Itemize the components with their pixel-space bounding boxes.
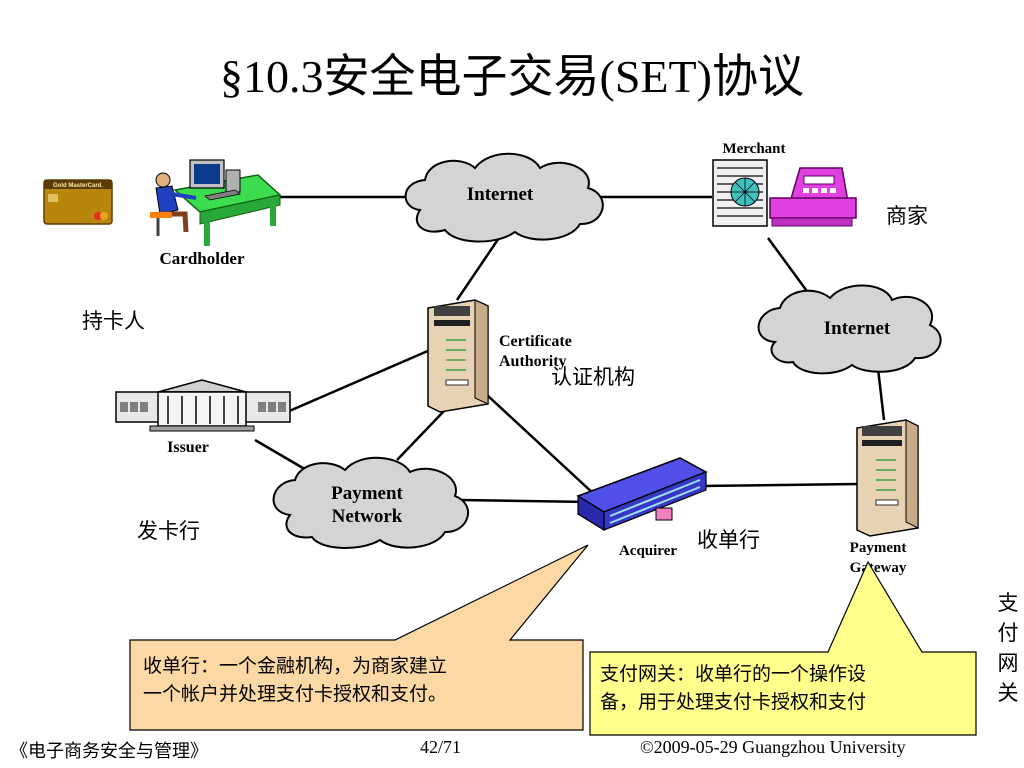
issuer-cn-label: 发卡行 — [137, 519, 200, 543]
acquirer-bank-icon — [576, 457, 708, 532]
internet-cloud-icon: Internet — [404, 152, 604, 243]
ca-label-1: Certificate — [499, 333, 572, 350]
link-ca-paymentnetwork — [396, 409, 446, 461]
acquirer-cn-label: 收单行 — [697, 528, 760, 552]
link-paymentnetwork-acquirer — [461, 498, 591, 504]
footer-course-title: 《电子商务安全与管理》 — [10, 741, 208, 762]
gateway-label-1: Payment — [850, 540, 907, 556]
merchant-store-icon — [712, 159, 768, 227]
merchant-label: Merchant — [722, 141, 785, 157]
payment-network-cloud-icon: Payment Network — [272, 456, 469, 549]
issuer-label: Issuer — [167, 439, 209, 456]
connection-lines — [254, 195, 886, 504]
gateway-callout-line-2: 备，用于处理支付卡授权和支付 — [600, 691, 867, 713]
issuer-bank-icon — [115, 379, 291, 432]
link-ca-acquirer — [486, 394, 596, 496]
card-brand-text: Gold MasterCard. — [53, 183, 103, 189]
link-ca-issuer — [286, 348, 431, 414]
payment-gateway-server-icon — [856, 419, 919, 537]
cardholder-cn-label: 持卡人 — [82, 309, 145, 333]
link-acquirer-gateway — [699, 482, 859, 488]
payment-network-label-1: Payment — [331, 483, 403, 504]
acquirer-callout-shape — [129, 544, 589, 731]
gateway-callout: 支付网关：收单行的一个操作设 备，用于处理支付卡授权和支付 — [600, 660, 970, 716]
gateway-cn-vertical-label: 支付网关 — [997, 591, 1019, 705]
acquirer-callout-line-1: 收单行：一个金融机构，为商家建立 — [143, 655, 448, 677]
internet-label-2: Internet — [824, 318, 891, 339]
gateway-callout-shape — [589, 560, 977, 736]
footer-page-number: 42/71 — [420, 737, 462, 757]
ca-cn-label: 认证机构 — [551, 365, 635, 389]
page-title: §10.3安全电子交易(SET)协议 — [220, 51, 804, 102]
certificate-authority-server-icon — [427, 299, 489, 413]
link-merchant-internet2 — [766, 237, 814, 299]
ca-label-2: Authority — [499, 353, 567, 370]
merchant-cn-label: 商家 — [886, 204, 928, 228]
gateway-label-2: Gateway — [850, 560, 907, 576]
cardholder-label: Cardholder — [160, 249, 245, 268]
cash-register-icon — [769, 167, 857, 227]
acquirer-callout: 收单行：一个金融机构，为商家建立 一个帐户并处理支付卡授权和支付。 — [143, 652, 575, 708]
gold-mastercard-icon: Gold MasterCard. — [43, 179, 113, 225]
acquirer-callout-line-2: 一个帐户并处理支付卡授权和支付。 — [143, 683, 448, 705]
gateway-callout-line-1: 支付网关：收单行的一个操作设 — [600, 663, 867, 685]
link-internet-ca — [455, 231, 505, 301]
acquirer-label: Acquirer — [619, 543, 677, 559]
payment-network-label-2: Network — [332, 506, 403, 527]
internet-cloud-icon-2: Internet — [757, 284, 942, 375]
footer-copyright: ©2009-05-29 Guangzhou University — [640, 737, 906, 757]
cardholder-computer-icon — [150, 159, 282, 246]
internet-label-1: Internet — [467, 184, 534, 205]
